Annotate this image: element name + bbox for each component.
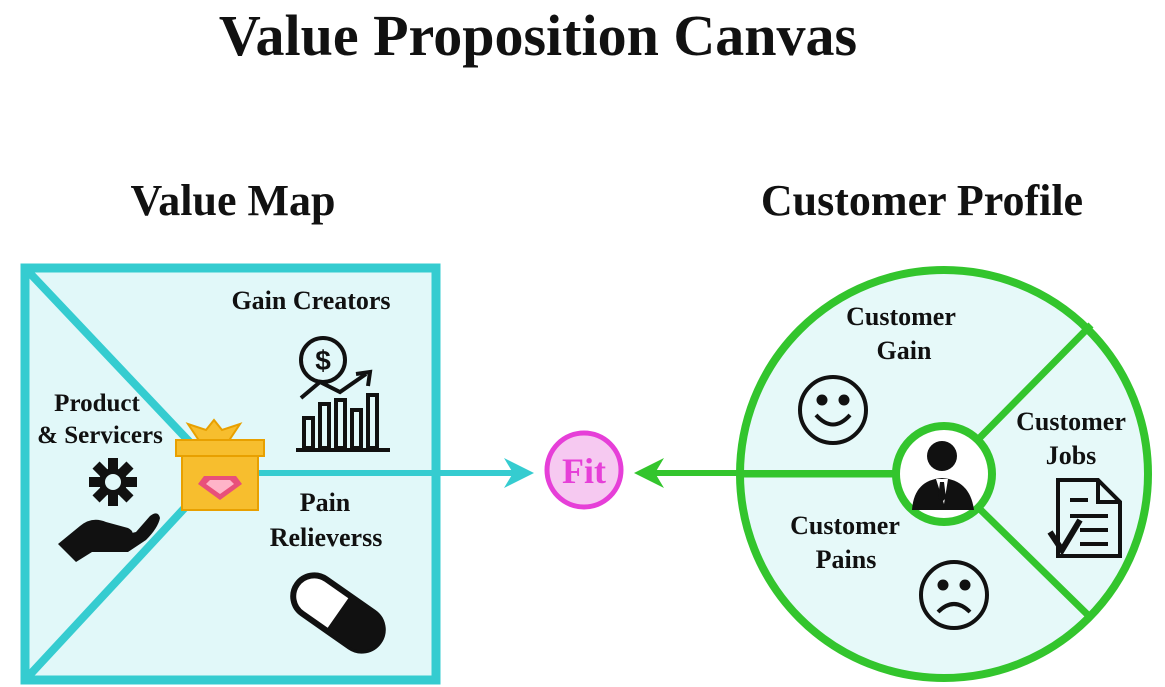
smile-icon [798, 375, 868, 445]
pill-icon [290, 572, 386, 654]
frown-icon [919, 560, 989, 630]
checklist-icon [1047, 478, 1122, 558]
value-map-heading: Value Map [131, 176, 336, 225]
customer-jobs-label-line2: Jobs [1046, 441, 1097, 470]
products-label-line2: & Servicers [37, 422, 163, 449]
pain-relievers-label-line1: Pain [300, 488, 351, 517]
pain-relievers-label-line2: Relieverss [270, 523, 383, 552]
hand-gear-icon [58, 458, 160, 562]
products-label-line1: Product [54, 390, 140, 417]
page-title: Value Proposition Canvas [219, 3, 857, 68]
svg-text:$: $ [315, 345, 331, 376]
customer-pains-label-line2: Pains [816, 545, 877, 574]
customer-gain-label-line2: Gain [877, 336, 932, 365]
customer-gain-label-line1: Customer [846, 302, 956, 331]
fit-badge: Fit [544, 430, 624, 510]
chart-dollar-icon: $ [296, 336, 390, 452]
customer-pains-label-line1: Customer [790, 511, 900, 540]
businessman-icon [892, 422, 996, 526]
fit-label: Fit [562, 451, 606, 491]
gift-box-icon [175, 418, 265, 511]
customer-profile-heading: Customer Profile [761, 176, 1083, 225]
gain-creators-label: Gain Creators [231, 286, 390, 315]
customer-jobs-label-line1: Customer [1016, 407, 1126, 436]
